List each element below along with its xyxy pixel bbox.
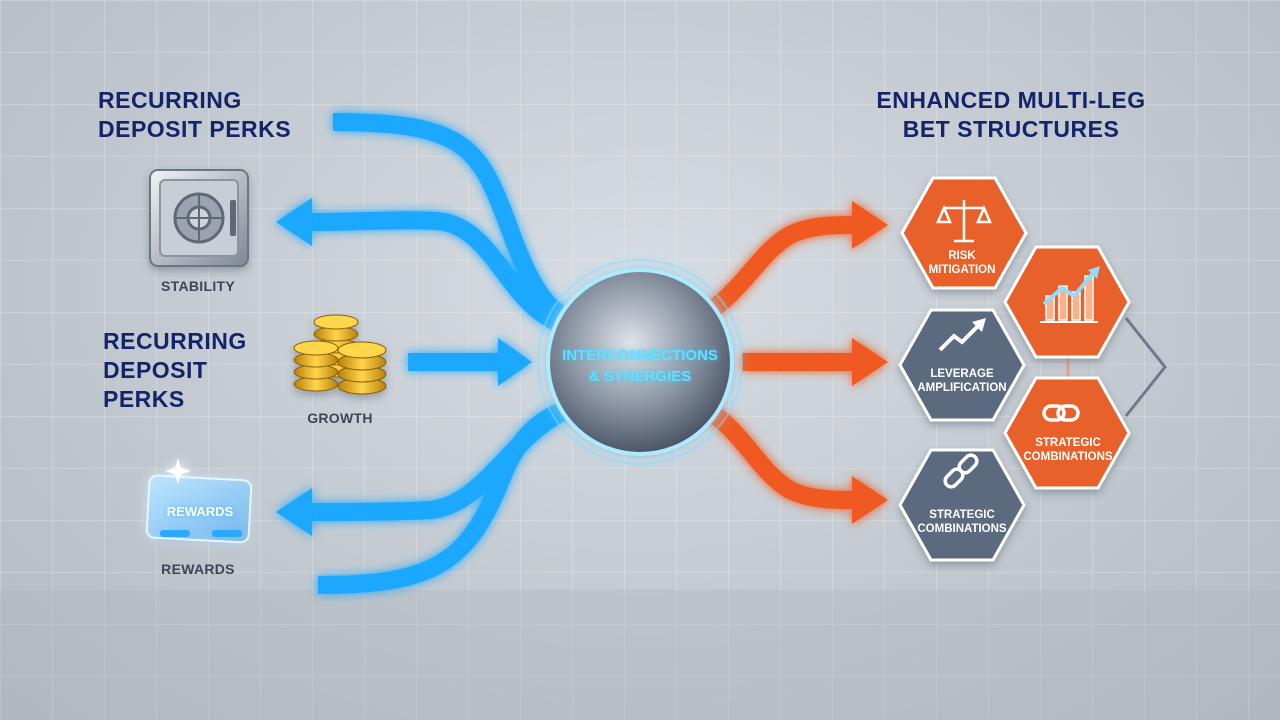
- trend-arrow-icon: [938, 318, 986, 352]
- heading-recurring-deposit-perks-top: Recurring Deposit Perks: [98, 86, 291, 144]
- arrowhead-growth: [498, 338, 532, 386]
- heading-line: Deposit Perks: [98, 116, 292, 142]
- blue-arrow-from-bottom: [317, 396, 587, 594]
- hex-label-line: Risk: [948, 250, 976, 262]
- coin-stack-left: [293, 340, 339, 392]
- arrowhead-to-rewards: [276, 488, 312, 536]
- hex-label-line: Mitigation: [928, 264, 996, 276]
- hex-strategic-combinations-slate: [898, 448, 1026, 562]
- scales-icon: [936, 200, 992, 243]
- heading-line: Perks: [103, 386, 185, 412]
- hex-label-line: Strategic: [929, 509, 995, 521]
- hex-label-strategic-combinations-orange: Strategic Combinations: [1008, 436, 1128, 464]
- bar-chart-icon: [1040, 266, 1100, 323]
- hex-strategic-combinations-orange: [1003, 376, 1131, 490]
- heading-line: Recurring: [98, 87, 242, 113]
- hex-cluster: [898, 176, 1167, 562]
- sparkle-icon: [165, 458, 191, 484]
- heading-line: Recurring: [103, 328, 247, 354]
- caption-rewards: Rewards: [161, 561, 235, 577]
- chain-link-icon: [1042, 404, 1080, 422]
- hub: [537, 259, 743, 465]
- orange-arrow-to-risk: [686, 216, 853, 331]
- hex-label-risk-mitigation: Risk Mitigation: [902, 249, 1022, 277]
- hub-label-line: Interconnections: [562, 347, 718, 364]
- caption-stability: Stability: [161, 278, 235, 294]
- heading-recurring-deposit-perks-middle: Recurring Deposit Perks: [103, 327, 247, 414]
- chain-link-icon: [943, 453, 979, 489]
- coins-icon: [293, 314, 387, 395]
- heading-line: Enhanced Multi-Leg: [876, 87, 1146, 113]
- hub-label: Interconnections & Synergies: [540, 345, 740, 387]
- caption-growth: Growth: [307, 410, 373, 426]
- rewards-card-label: REWARDS: [166, 504, 234, 519]
- rewards-card-icon: [145, 458, 253, 544]
- blue-arrow-from-top-heading: [332, 113, 582, 329]
- safe-icon: [149, 169, 249, 267]
- blue-arrows: [311, 113, 587, 594]
- arrowhead-to-stability: [276, 198, 312, 246]
- hub-outer-ring: [537, 259, 743, 465]
- floor-fade: [0, 590, 1280, 720]
- blue-arrow-to-stability: [311, 211, 578, 337]
- hex-label-leverage-amplification: Leverage Amplification: [902, 367, 1022, 395]
- hex-label-strategic-combinations-slate: Strategic Combinations: [902, 508, 1022, 536]
- arrowhead-strategic: [852, 476, 888, 524]
- hex-label-line: Combinations: [917, 523, 1007, 535]
- arrowhead-leverage: [852, 338, 888, 386]
- hex-label-line: Strategic: [1035, 437, 1101, 449]
- heading-enhanced-multi-leg-bet-structures: Enhanced Multi-Leg Bet Structures: [852, 86, 1170, 144]
- arrowhead-risk: [852, 201, 888, 249]
- hex-label-line: Leverage: [930, 368, 994, 380]
- heading-line: Bet Structures: [902, 116, 1120, 142]
- hex-leverage-amplification: [898, 308, 1026, 422]
- hex-label-line: Amplification: [917, 382, 1007, 394]
- hub-label-line: & Synergies: [588, 368, 692, 385]
- heading-line: Deposit: [103, 357, 208, 383]
- coin-stack-right: [337, 341, 387, 395]
- hex-connector-line: [1124, 317, 1167, 417]
- hex-label-line: Combinations: [1023, 451, 1113, 463]
- hub-sphere: [546, 268, 734, 456]
